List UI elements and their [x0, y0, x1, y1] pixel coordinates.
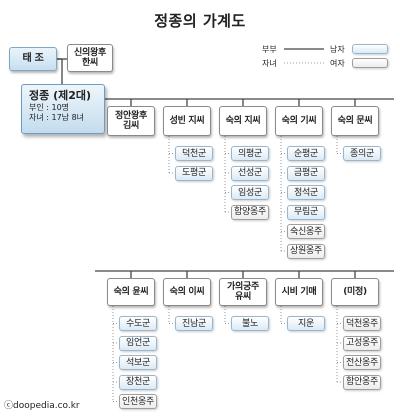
founder-spouse-box: 신의왕후 한씨 [67, 44, 113, 72]
child-box: 금평군 [287, 165, 325, 181]
spouse-box: 숙의 지씨 [219, 106, 267, 136]
child-box: 무림군 [287, 204, 325, 220]
legend-couple-label: 부부 [262, 45, 277, 54]
spouse-box: 숙의 문씨 [331, 106, 379, 136]
child-box: 덕천옹주 [343, 316, 381, 331]
child-box: 임성군 [231, 185, 269, 200]
legend-male-label: 남자 [330, 45, 345, 54]
king-consorts: 부인 : 10명 [29, 103, 70, 112]
child-box: 함양옹주 [231, 204, 269, 220]
child-box: 인천옹주 [119, 394, 157, 409]
child-box: 상원옹주 [287, 243, 325, 259]
child-box: 정석군 [287, 185, 325, 200]
child-box: 임언군 [119, 335, 157, 351]
child-box: 진남군 [175, 316, 213, 331]
child-box: 고성옹주 [343, 335, 381, 351]
child-box: 석보군 [119, 355, 157, 370]
child-box: 장천군 [119, 374, 157, 390]
child-box: 함안옹주 [343, 374, 381, 390]
legend-female-label: 여자 [330, 59, 345, 68]
spouse-box: 가의궁주 유씨 [219, 278, 267, 306]
legend-female-swatch [352, 58, 388, 68]
child-box: 선성군 [231, 165, 269, 181]
spouse-box: 숙의 이씨 [163, 278, 211, 306]
child-box: 의평군 [231, 146, 269, 161]
king-title: 정종 (제2대) [29, 89, 92, 102]
founder-box: 태 조 [9, 47, 57, 71]
child-box: 지운 [287, 316, 325, 331]
child-box: 종의군 [343, 146, 381, 161]
spouse-box: 정안왕후 김씨 [107, 106, 155, 136]
page-title: 정종의 가계도 [154, 12, 246, 30]
spouse-box: (미정) [331, 278, 379, 306]
child-box: 수도군 [119, 316, 157, 331]
child-box: 숙신옹주 [287, 224, 325, 239]
child-box: 도평군 [175, 165, 213, 181]
child-box: 전산옹주 [343, 355, 381, 370]
legend-child-label: 자녀 [262, 59, 277, 68]
legend-male-swatch [352, 44, 388, 54]
spouse-box: 숙의 윤씨 [107, 278, 155, 306]
child-box: 덕천군 [175, 146, 213, 161]
credit-text: ⓒdoopedia.co.kr [4, 401, 80, 411]
spouse-box: 시비 기매 [275, 278, 323, 306]
king-children: 자녀 : 17남 8녀 [29, 113, 85, 122]
child-box: 불노 [231, 316, 269, 331]
spouse-box: 숙의 기씨 [275, 106, 323, 136]
king-box: 정종 (제2대) 부인 : 10명 자녀 : 17남 8녀 [21, 84, 105, 134]
spouse-box: 성빈 지씨 [163, 106, 211, 136]
child-box: 순평군 [287, 146, 325, 161]
